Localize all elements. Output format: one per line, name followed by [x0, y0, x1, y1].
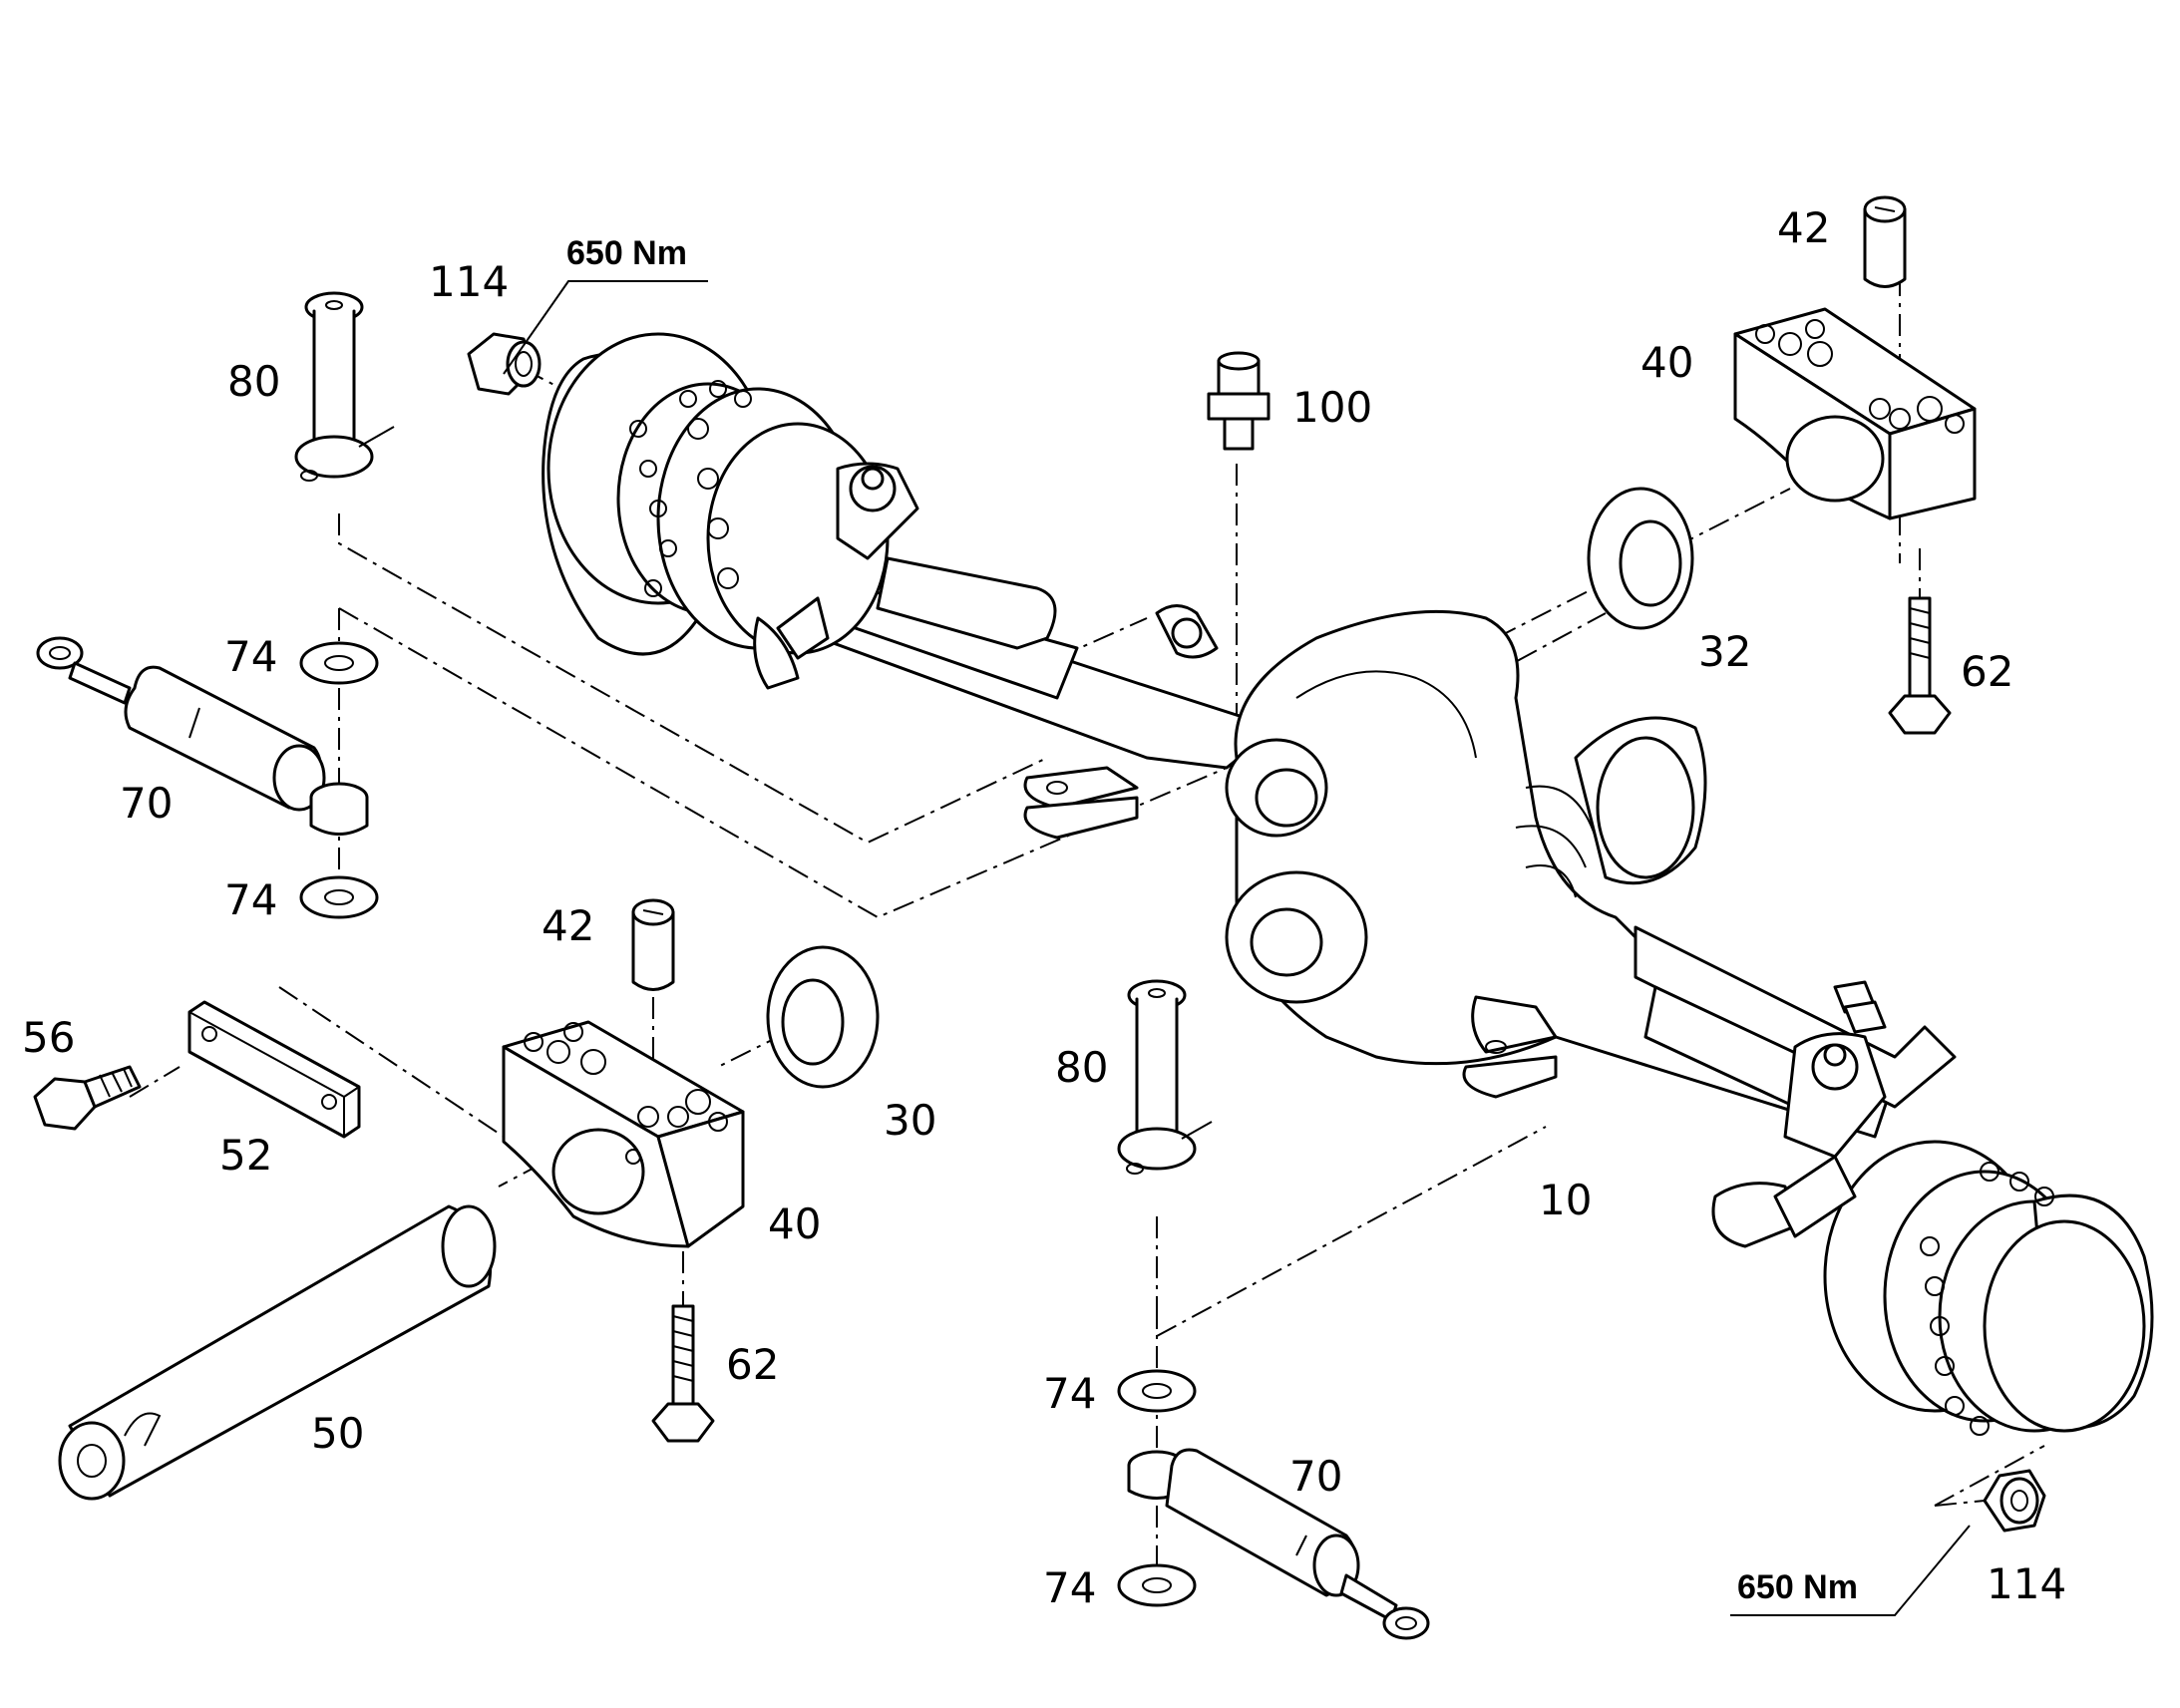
callout-74-c: 74 [1043, 1369, 1096, 1418]
washer-74-d [1117, 1563, 1197, 1607]
washer-74-b [299, 875, 379, 919]
torque-leader-top [503, 280, 708, 375]
callout-32: 32 [1698, 627, 1751, 676]
washer-74-a [299, 641, 379, 685]
seal-30 [766, 945, 880, 1089]
callout-114-top: 114 [429, 257, 509, 306]
pin-42-mid [631, 898, 675, 991]
kingpin-80-mid [1117, 979, 1213, 1175]
callout-30: 30 [884, 1096, 936, 1145]
callout-74-a: 74 [224, 632, 277, 681]
washer-74-c [1117, 1369, 1197, 1413]
callout-42-right: 42 [1777, 203, 1830, 252]
callout-74-d: 74 [1043, 1563, 1096, 1612]
torque-spec-bottom: 650 Nm [1737, 1568, 1858, 1606]
seal-32 [1587, 487, 1694, 630]
bearing-block-40-right [1733, 307, 1977, 520]
callout-80-top: 80 [227, 357, 280, 406]
callout-62-mid: 62 [726, 1340, 779, 1389]
bushing-left-cylinder [309, 782, 369, 836]
callout-70-left: 70 [120, 779, 173, 828]
callout-74-b: 74 [224, 875, 277, 924]
steering-cylinder-70-left [36, 636, 326, 812]
steering-cylinder-70-right [1165, 1448, 1430, 1640]
grease-fitting-100 [1207, 351, 1271, 451]
pin-42-right [1863, 195, 1907, 288]
left-wheel-hub [542, 332, 919, 690]
axle-housing-part-10 [736, 556, 1957, 1139]
callout-56: 56 [22, 1013, 75, 1062]
callout-10: 10 [1539, 1176, 1592, 1224]
wheel-nut-114-top [467, 332, 542, 396]
plate-52 [187, 1000, 361, 1139]
callout-42-mid: 42 [542, 901, 594, 950]
right-wheel-hub [1711, 1032, 2154, 1436]
callout-40-mid: 40 [768, 1199, 821, 1248]
wheel-nut-114-bottom [1983, 1469, 2046, 1533]
bearing-block-40-mid [502, 1020, 745, 1248]
kingpin-80-top [294, 291, 395, 482]
callout-40-right: 40 [1640, 338, 1693, 387]
bolt-56 [33, 1065, 142, 1131]
callout-50: 50 [311, 1409, 364, 1458]
left-hub-studs [629, 380, 752, 597]
callout-labels: 114 80 100 42 40 32 62 74 70 74 42 56 52… [22, 203, 2066, 1612]
callout-80-mid: 80 [1055, 1043, 1108, 1092]
torque-spec-top: 650 Nm [566, 234, 687, 272]
pivot-shaft-50 [58, 1204, 497, 1501]
bolt-62-right [1888, 596, 1952, 735]
callout-52: 52 [219, 1131, 272, 1180]
right-hub-studs [1920, 1162, 2054, 1436]
callout-100: 100 [1292, 383, 1372, 432]
bolt-62-mid [651, 1304, 715, 1443]
callout-62-right: 62 [1961, 647, 2013, 696]
callout-70-right: 70 [1289, 1452, 1342, 1501]
callout-114-bottom: 114 [1987, 1559, 2066, 1608]
torque-leader-bottom [1730, 1525, 1971, 1616]
